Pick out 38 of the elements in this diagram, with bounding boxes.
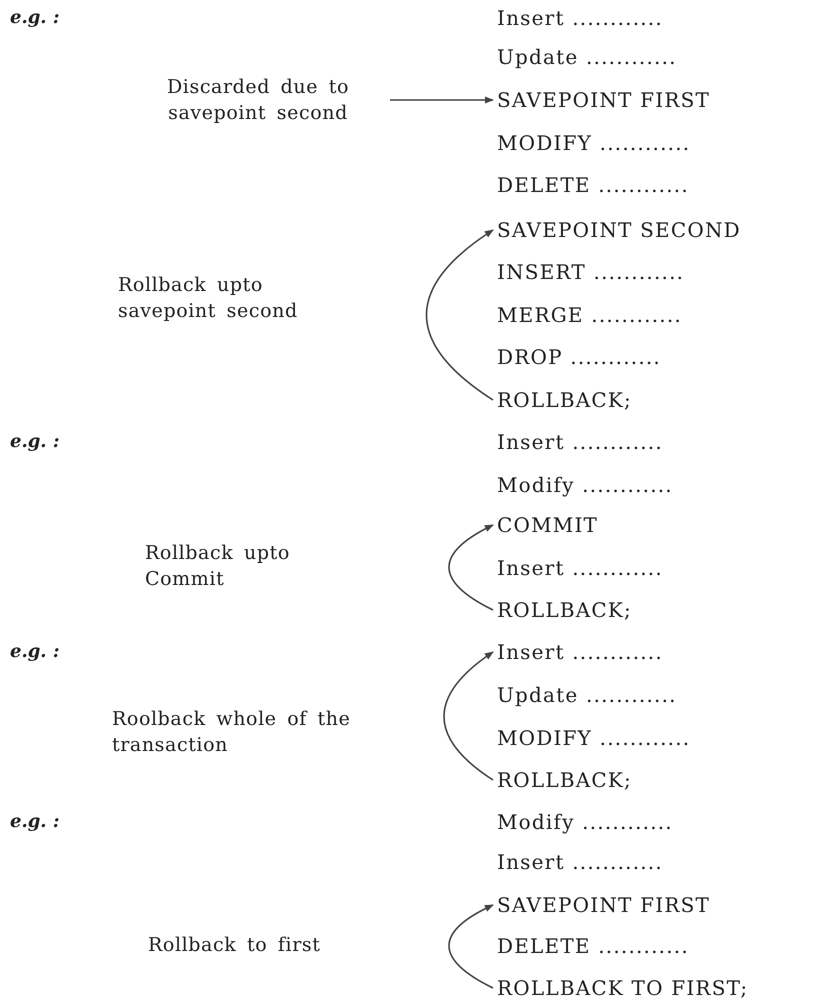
sql-statement: Insert ............ <box>497 639 663 665</box>
sql-statement: INSERT ............ <box>497 259 684 285</box>
arrow <box>448 904 494 989</box>
sql-statement: ROLLBACK TO FIRST; <box>497 975 748 999</box>
annotation-text: Discarded due to savepoint second <box>128 74 388 126</box>
example-label: e.g. : <box>10 6 60 30</box>
sql-statement: Modify ............ <box>497 472 673 498</box>
sql-statement: DROP ............ <box>497 344 661 370</box>
sql-statement: ROLLBACK; <box>497 387 632 413</box>
sql-statement: Insert ............ <box>497 555 663 581</box>
sql-statement: MODIFY ............ <box>497 725 690 751</box>
arrow <box>426 229 494 401</box>
sql-statement: Update ............ <box>497 44 677 70</box>
sql-statement: Insert ............ <box>497 849 663 875</box>
sql-statement: Insert ............ <box>497 429 663 455</box>
sql-statement: DELETE ............ <box>497 933 689 959</box>
example-label: e.g. : <box>10 810 60 834</box>
sql-statement: COMMIT <box>497 512 598 538</box>
sql-statement: ROLLBACK; <box>497 597 632 623</box>
example-label: e.g. : <box>10 430 60 454</box>
sql-statement: SAVEPOINT FIRST <box>497 892 710 918</box>
sql-statement: MERGE ............ <box>497 302 682 328</box>
sql-statement: DELETE ............ <box>497 172 689 198</box>
annotation-text: Rollback upto savepoint second <box>118 273 299 324</box>
sql-statement: MODIFY ............ <box>497 130 690 156</box>
sql-statement: ROLLBACK; <box>497 767 632 793</box>
example-label: e.g. : <box>10 640 60 664</box>
sql-statement: Update ............ <box>497 682 677 708</box>
sql-statement: SAVEPOINT FIRST <box>497 87 710 113</box>
arrow <box>443 651 494 781</box>
annotation-text: Rollback to first <box>148 933 322 958</box>
sql-statement: Modify ............ <box>497 809 673 835</box>
sql-statement: Insert ............ <box>497 5 663 31</box>
sql-statement: SAVEPOINT SECOND <box>497 217 741 243</box>
arrow <box>390 96 494 104</box>
annotation-text: Rollback upto Commit <box>145 541 291 592</box>
arrow <box>448 524 494 611</box>
annotation-text: Roolback whole of the transaction <box>112 707 352 758</box>
